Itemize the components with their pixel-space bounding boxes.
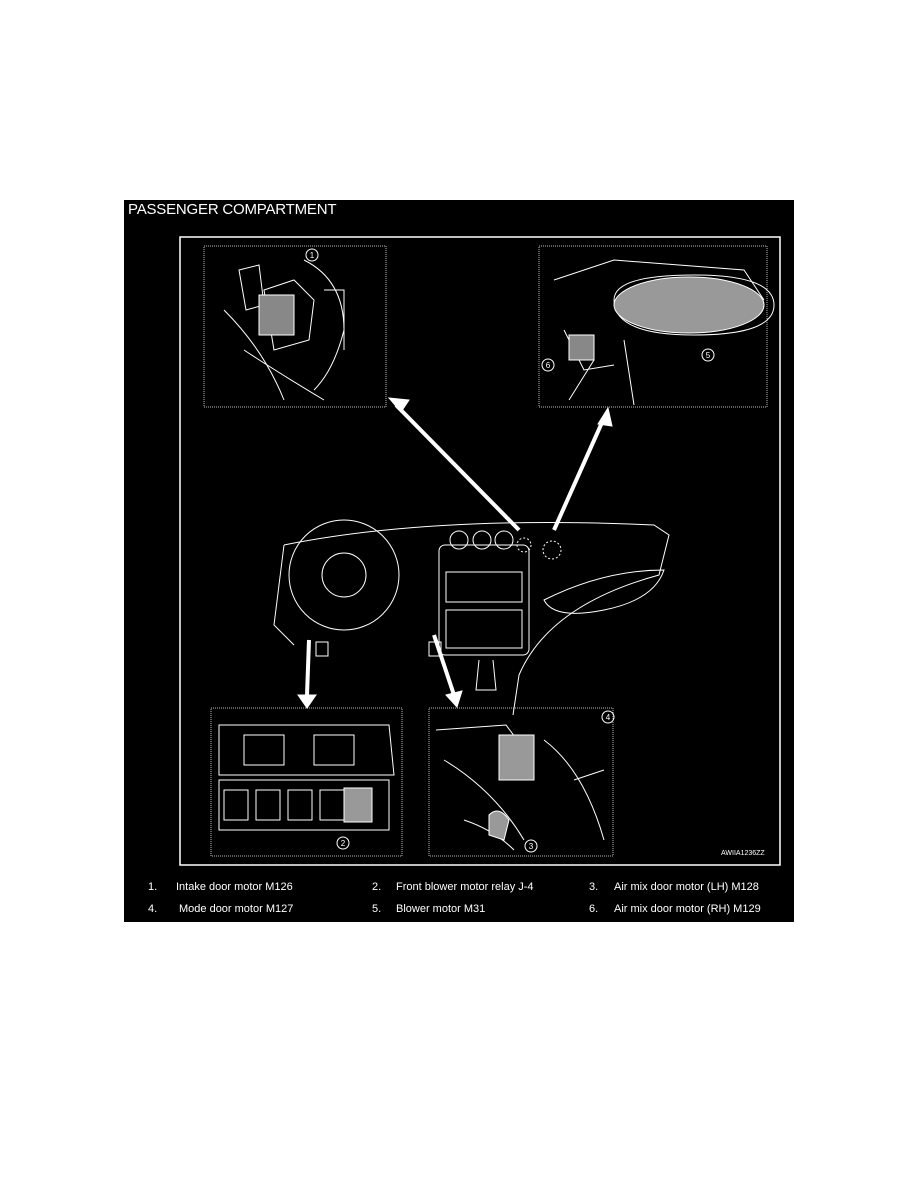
arrow-to-inset-4 [432,634,456,696]
callout-1 [305,248,319,262]
legend-item-2: 2. Front blower motor relay J-4 [372,881,534,893]
inset-relay-box [210,707,403,857]
arrow-to-inset-5 [552,417,606,531]
arrow-to-inset-1 [394,403,521,532]
callout-circles [305,248,715,853]
callout-4 [601,710,615,724]
legend-label: Mode door motor M127 [179,903,294,915]
intake-motor-sketch [223,259,345,401]
inset-blower-motor [538,245,768,408]
callout-6-label: 6 [546,361,551,370]
callout-5 [701,348,715,362]
dashboard-sketch [273,519,670,716]
diagram-panel: PASSENGER COMPARTMENT [124,200,794,922]
legend-label: Air mix door motor (RH) M129 [614,903,761,915]
inset-mode-motor [428,707,614,857]
callout-2 [336,836,350,850]
callout-2-label: 2 [341,839,346,848]
legend-number: 1. [148,881,158,893]
legend-number: 5. [372,903,382,915]
callout-3 [524,839,538,853]
legend-number: 6. [589,903,599,915]
mode-motor-sketch [435,724,605,851]
relay-box-sketch [218,724,395,831]
legend-number: 3. [589,881,599,893]
legend-item-4: 4. Mode door motor M127 [148,903,293,915]
legend-item-6: 6. Air mix door motor (RH) M129 [589,903,761,915]
callout-6 [541,358,555,372]
callout-4-label: 4 [606,713,611,722]
blower-motor-sketch [553,259,775,406]
callout-5-label: 5 [706,351,711,360]
pointer-arrows [297,397,613,709]
legend-label: Intake door motor M126 [176,881,293,893]
figure-code: AWIIA1236ZZ [721,850,765,857]
arrow-to-inset-2 [305,639,311,696]
outer-frame [179,236,781,866]
legend-item-1: 1. Intake door motor M126 [148,881,293,893]
legend-number: 4. [148,903,158,915]
legend-item-3: 3. Air mix door motor (LH) M128 [589,881,759,893]
diagram-title: PASSENGER COMPARTMENT [128,201,337,218]
legend-label: Air mix door motor (LH) M128 [614,881,759,893]
legend-number: 2. [372,881,382,893]
legend-item-5: 5. Blower motor M31 [372,903,485,915]
passenger-compartment-illustration: 1 2 3 4 5 6 [179,236,781,866]
legend-label: Blower motor M31 [396,903,486,915]
legend-label: Front blower motor relay J-4 [396,881,534,893]
inset-intake-motor [203,245,387,408]
callout-1-label: 1 [310,251,315,260]
callout-3-label: 3 [529,842,534,851]
